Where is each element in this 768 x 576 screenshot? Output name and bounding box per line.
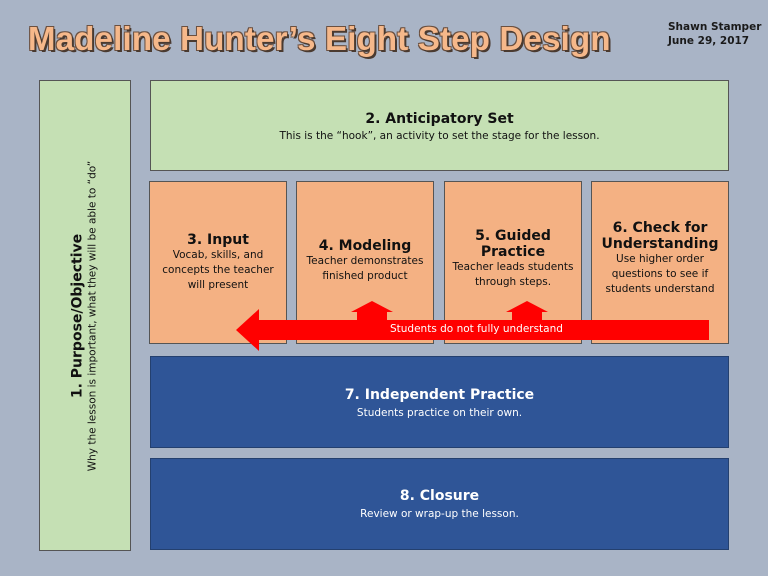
step-input-text-3: will present — [187, 279, 249, 291]
step-guided-practice: 5. Guided Practice Teacher leads student… — [444, 181, 582, 344]
author-name: Shawn Stamper — [668, 21, 762, 33]
step-input: 3. Input Vocab, skills, and concepts the… — [149, 181, 287, 344]
step-check-text-2: questions to see if — [611, 268, 709, 280]
step-guided-text-1: Teacher leads students — [452, 261, 574, 273]
author-date: June 29, 2017 — [668, 35, 750, 47]
step-check-title-1: 6. Check for — [612, 220, 708, 236]
author-info: Shawn Stamper June 29, 2017 — [668, 20, 761, 48]
step-input-text-1: Vocab, skills, and — [172, 249, 264, 261]
step-check-understanding: 6. Check for Understanding Use higher or… — [591, 181, 729, 344]
step-anticipatory-set: 2. Anticipatory Set This is the “hook”, … — [150, 80, 729, 171]
step-closure: 8. Closure Review or wrap-up the lesson. — [150, 458, 729, 550]
step-modeling-text-1: Teacher demonstrates — [306, 255, 424, 267]
step-purpose-title: 1. Purpose/Objective — [69, 233, 86, 398]
step-check-title-2: Understanding — [601, 236, 719, 252]
step-input-text-2: concepts the teacher — [162, 264, 274, 276]
step-input-title: 3. Input — [187, 232, 249, 248]
step-guided-title-1: 5. Guided — [475, 228, 551, 244]
arrow-label: Students do not fully understand — [390, 323, 563, 335]
step-purpose-objective: 1. Purpose/Objective Why the lesson is i… — [39, 80, 131, 551]
step-anticipatory-title: 2. Anticipatory Set — [365, 111, 514, 127]
step-independent-practice: 7. Independent Practice Students practic… — [150, 356, 729, 448]
step-guided-title-2: Practice — [480, 244, 546, 260]
step-modeling-text-2: finished product — [322, 270, 408, 282]
step-purpose-text: Why the lesson is important, what they w… — [86, 160, 99, 471]
step-independent-title: 7. Independent Practice — [344, 387, 535, 403]
step-modeling: 4. Modeling Teacher demonstrates finishe… — [296, 181, 434, 344]
step-anticipatory-text: This is the “hook”, an activity to set t… — [279, 130, 600, 142]
step-independent-text: Students practice on their own. — [356, 407, 523, 419]
step-check-text-1: Use higher order — [616, 253, 704, 265]
step-guided-text-2: through steps. — [474, 276, 552, 288]
step-check-text-3: students understand — [605, 283, 715, 295]
step-closure-title: 8. Closure — [399, 488, 480, 504]
page-title: Madeline Hunter’s Eight Step Design — [28, 20, 611, 57]
step-closure-text: Review or wrap-up the lesson. — [360, 508, 519, 520]
step-modeling-title: 4. Modeling — [318, 238, 412, 254]
